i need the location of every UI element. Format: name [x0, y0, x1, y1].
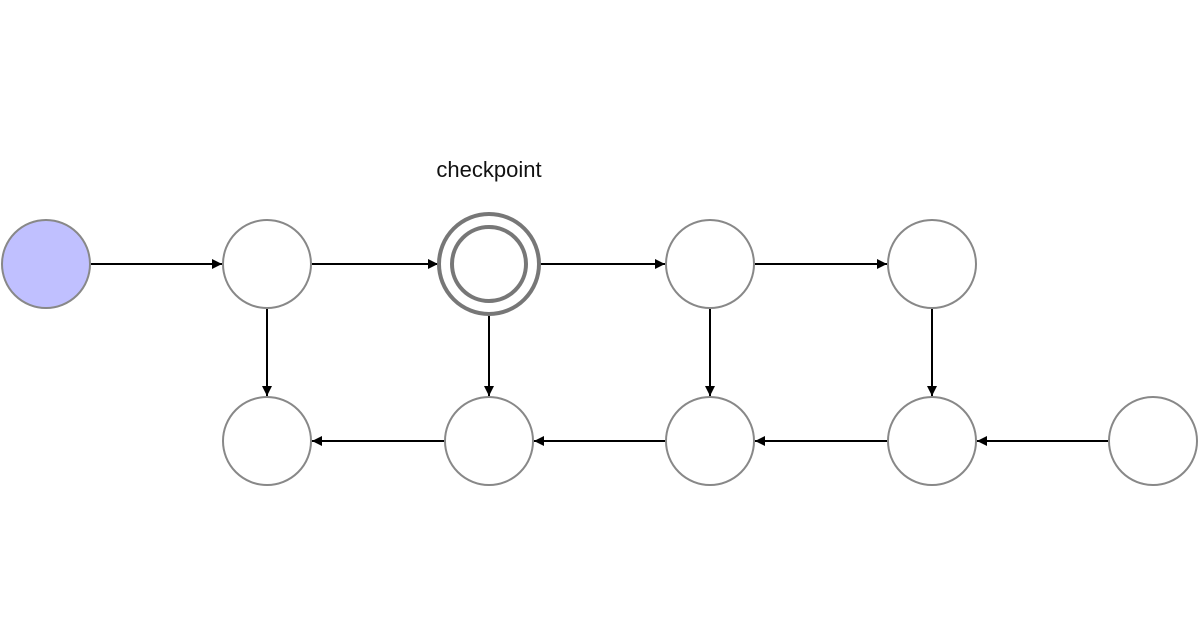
node-circle: [1108, 396, 1198, 486]
nodes: [1, 212, 1198, 486]
node-circle: [665, 396, 755, 486]
node-circle: [1, 219, 91, 309]
edges: [91, 259, 1108, 446]
node-n1-start: [1, 219, 91, 309]
node-n4: [665, 219, 755, 309]
node-n3-checkpoint: [437, 212, 541, 316]
node-n2: [222, 219, 312, 309]
node-n9: [887, 396, 977, 486]
node-n10: [1108, 396, 1198, 486]
node-n8: [665, 396, 755, 486]
node-circle: [444, 396, 534, 486]
node-circle: [222, 219, 312, 309]
node-circle: [887, 396, 977, 486]
checkpoint-inner-ring: [450, 225, 528, 303]
node-n6: [222, 396, 312, 486]
node-circle: [887, 219, 977, 309]
node-n5: [887, 219, 977, 309]
node-circle: [222, 396, 312, 486]
node-n7: [444, 396, 534, 486]
node-circle: [665, 219, 755, 309]
checkpoint-label: checkpoint: [436, 157, 541, 182]
